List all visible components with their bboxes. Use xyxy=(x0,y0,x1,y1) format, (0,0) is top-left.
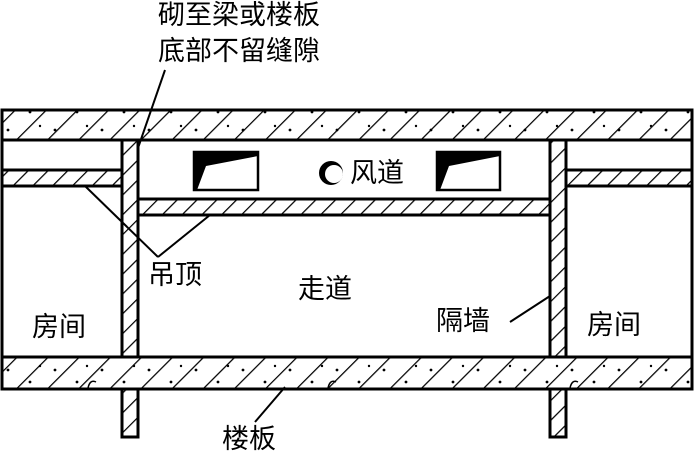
ceiling-label: 吊顶 xyxy=(148,260,202,291)
leader-lines xyxy=(84,69,551,423)
room-right-label: 房间 xyxy=(587,310,641,341)
bottom-floor-slab xyxy=(0,355,694,391)
note-line-2: 底部不留缝隙 xyxy=(158,36,320,67)
room-left-label: 房间 xyxy=(32,312,86,343)
right-room-ceiling xyxy=(564,168,694,188)
top-floor-slab xyxy=(0,108,694,142)
partition-label: 隔墙 xyxy=(436,306,490,337)
right-partition-wall xyxy=(548,138,568,439)
note-line-1: 砌至梁或楼板 xyxy=(158,0,320,31)
left-room-ceiling xyxy=(0,168,124,188)
duct-round xyxy=(319,161,343,185)
duct-label: 风道 xyxy=(350,158,404,189)
duct-rect-right xyxy=(435,150,502,192)
left-partition-wall xyxy=(120,138,140,439)
corridor-label: 走道 xyxy=(298,274,352,305)
duct-rect-left xyxy=(192,150,260,192)
floor-slab-label: 楼板 xyxy=(222,424,276,455)
corridor-ceiling xyxy=(136,197,552,217)
